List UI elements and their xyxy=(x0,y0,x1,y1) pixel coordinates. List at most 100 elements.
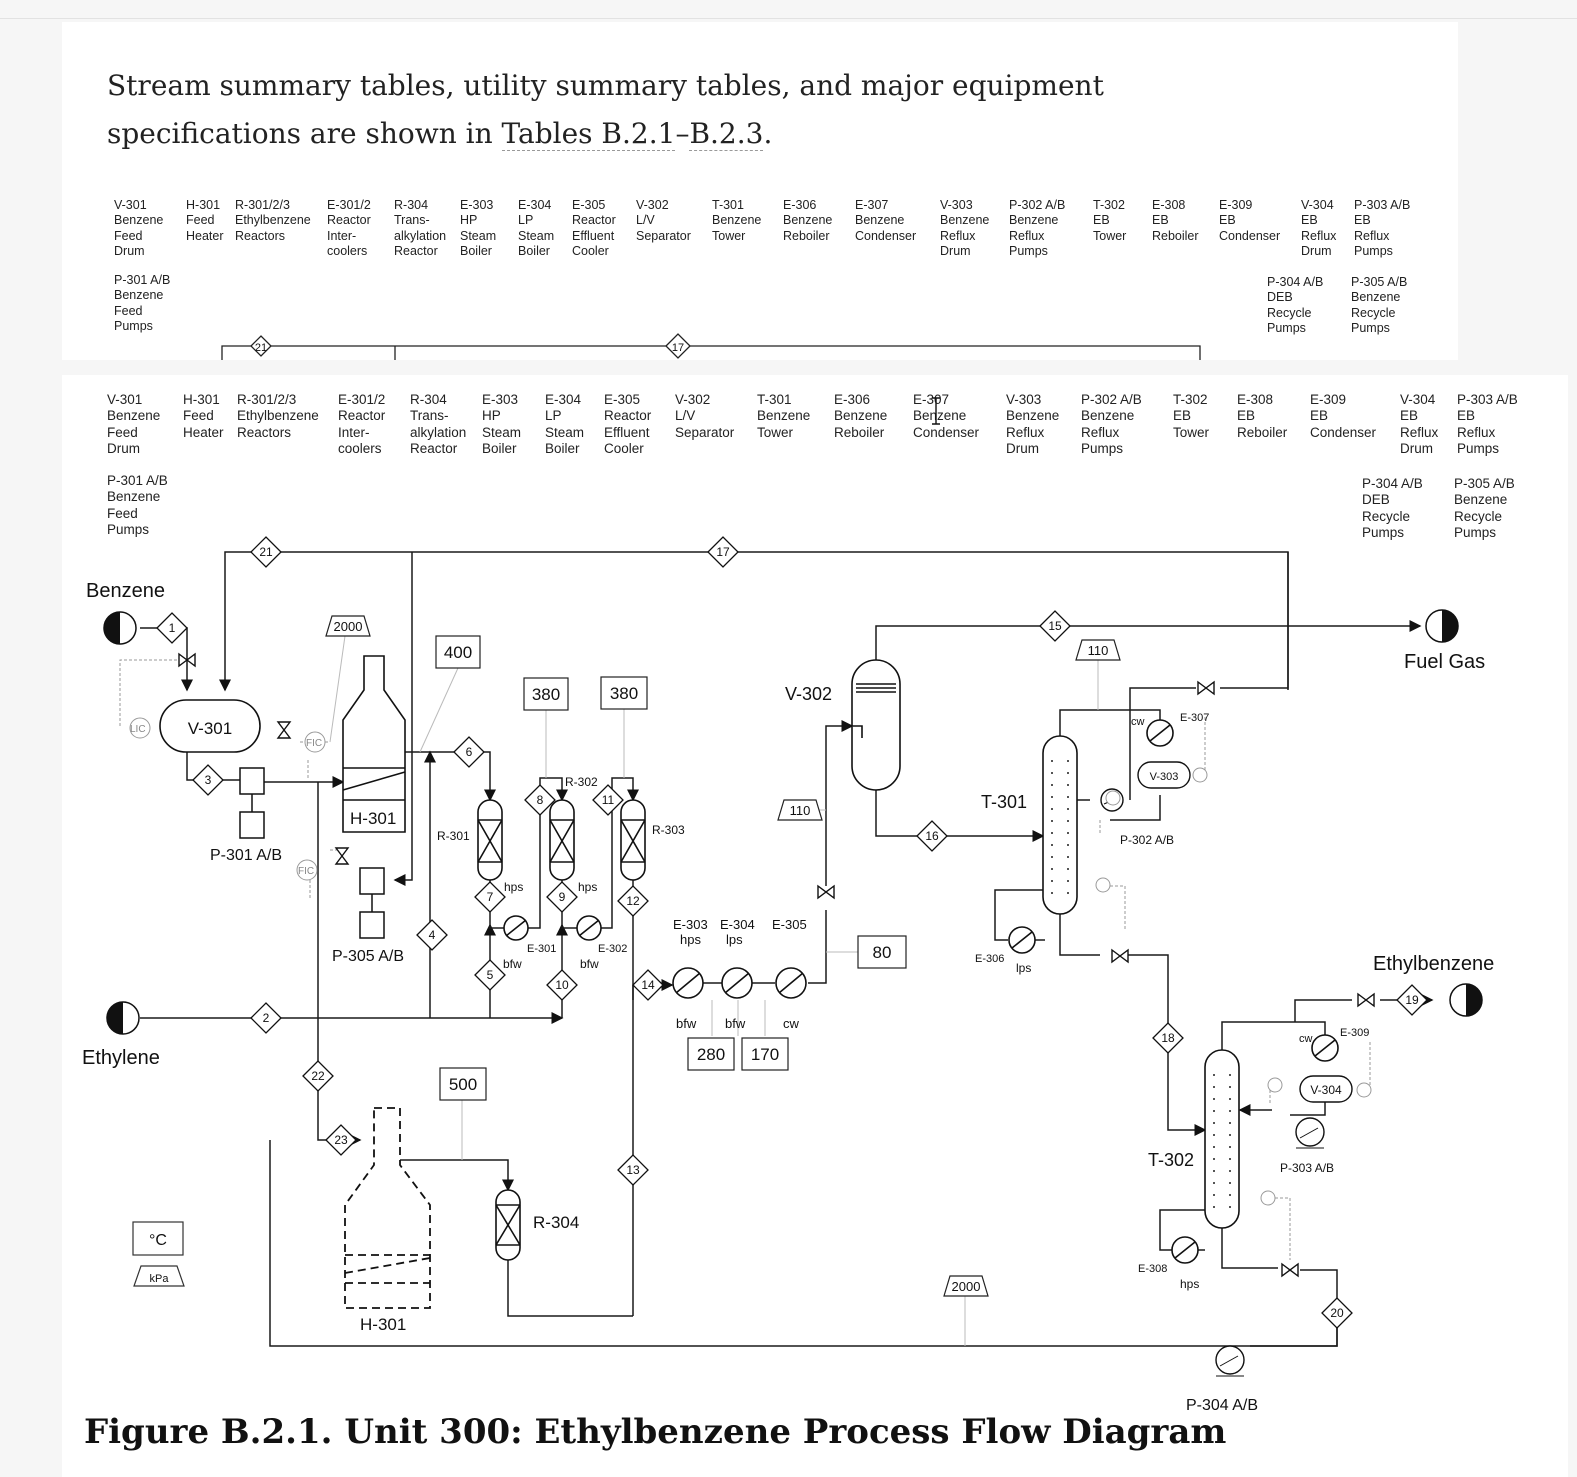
pressure-value: 110 xyxy=(1088,643,1109,658)
stream-number: 15 xyxy=(1048,619,1062,633)
heater-h301 xyxy=(342,655,406,833)
pressure-value: 110 xyxy=(790,803,811,818)
legend-pressure: kPa xyxy=(150,1273,170,1285)
pressure-flags: 2000 110 110 2000 xyxy=(325,615,1121,1297)
stream-number: 20 xyxy=(1330,1306,1344,1320)
pressure-value: 2000 xyxy=(334,619,363,634)
temperature-value: 500 xyxy=(449,1075,477,1094)
stream-number: 7 xyxy=(487,890,494,904)
exchanger-e301 xyxy=(503,915,529,941)
stream-number: 5 xyxy=(487,968,494,982)
table-ref-link-2[interactable]: B.2.3 xyxy=(689,117,764,151)
hps-label: hps xyxy=(1180,1277,1199,1291)
stream-number: 8 xyxy=(537,793,544,807)
small-diagram-crop: 21 17 xyxy=(221,333,1201,360)
equipment-label: E-304 LP Steam Boiler xyxy=(518,198,555,258)
equipment-label: V-302 L/V Separator xyxy=(636,198,691,243)
equipment-label: E-308 EB Reboiler xyxy=(1152,198,1199,243)
column-t301 xyxy=(1042,735,1078,915)
instrument-bubbles xyxy=(129,717,1372,1206)
text-cursor-icon xyxy=(932,397,940,425)
h301-lower-label: H-301 xyxy=(360,1315,406,1334)
equipment-label: V-304 EB Reflux Drum xyxy=(1301,198,1337,258)
reactor-r304 xyxy=(495,1189,521,1261)
temperature-flag: 380 xyxy=(523,677,569,711)
stream-number: 19 xyxy=(1405,993,1419,1007)
stream-number: 18 xyxy=(1161,1031,1175,1045)
stream-flag: 11 xyxy=(592,784,624,816)
reactor-r301 xyxy=(477,799,503,881)
paragraph-dash: – xyxy=(675,117,690,150)
stream-number: 14 xyxy=(641,978,655,992)
stream-label: 17 xyxy=(672,342,684,354)
stream-flag: 8 xyxy=(524,784,556,816)
p301-label: P-301 A/B xyxy=(210,847,282,864)
table-ref-link-1[interactable]: Tables B.2.1 xyxy=(501,117,676,151)
e306-label: E-306 xyxy=(975,953,1004,965)
equipment-label: E-301/2 Reactor Inter- coolers xyxy=(338,392,386,457)
pump-motor-p301 xyxy=(239,811,265,839)
t302-label: T-302 xyxy=(1148,1150,1194,1170)
equipment-label: P-305 A/B Benzene Recycle Pumps xyxy=(1351,275,1408,335)
equipment-label: R-304 Trans- alkylation Reactor xyxy=(394,198,447,258)
temperature-flag: 500 xyxy=(439,1067,487,1101)
stream-flag: 9 xyxy=(546,881,578,913)
equipment-label: P-303 A/B EB Reflux Pumps xyxy=(1457,392,1518,457)
equipment-label: E-306 Benzene Reboiler xyxy=(834,392,888,440)
p305-label: P-305 A/B xyxy=(332,948,404,965)
v304-label: V-304 xyxy=(1310,1083,1342,1097)
stream-flag: 12 xyxy=(617,885,649,917)
top-divider xyxy=(0,18,1577,19)
hps-label: hps xyxy=(504,880,523,894)
temperature-value: 380 xyxy=(610,684,638,703)
feed-benzene xyxy=(103,611,137,645)
stream-number: 9 xyxy=(559,890,566,904)
equipment-label: P-302 A/B Benzene Reflux Pumps xyxy=(1009,198,1066,258)
product-ethylbenzene xyxy=(1449,983,1483,1017)
paragraph-text: Stream summary tables, utility summary t… xyxy=(107,69,1104,150)
v302-label: V-302 xyxy=(785,684,832,704)
stream-flag: 2 xyxy=(250,1002,282,1034)
stream-flag: 19 xyxy=(1396,984,1428,1016)
r301-label: R-301 xyxy=(437,829,470,843)
equipment-label: T-301 Benzene Tower xyxy=(757,392,811,440)
v301-label: V-301 xyxy=(188,719,232,738)
stream-number: 16 xyxy=(925,829,939,843)
ethylbenzene-label: Ethylbenzene xyxy=(1373,953,1494,975)
e303-label: E-303 xyxy=(673,917,708,932)
equipment-label: P-304 A/B DEB Recycle Pumps xyxy=(1362,476,1423,541)
equipment-label: E-304 LP Steam Boiler xyxy=(545,392,585,457)
exchanger-e304 xyxy=(721,967,753,999)
stream-number: 13 xyxy=(626,1163,640,1177)
benzene-label: Benzene xyxy=(86,580,165,602)
legend-temperature: °C xyxy=(149,1232,167,1249)
hps-label: hps xyxy=(578,880,597,894)
equipment-label: H-301 Feed Heater xyxy=(183,392,224,440)
stream-number: 11 xyxy=(602,793,615,807)
pressure-flag: 2000 xyxy=(943,1275,989,1297)
intro-paragraph: Stream summary tables, utility summary t… xyxy=(107,62,1107,158)
stream-number: 22 xyxy=(311,1069,325,1083)
pump-motor-p305 xyxy=(359,911,385,939)
pressure-flag: 110 xyxy=(1075,639,1121,661)
stream-flag: 22 xyxy=(302,1060,334,1092)
r303-label: R-303 xyxy=(652,823,685,837)
vessel-v301 xyxy=(159,699,261,753)
temperature-flag: 380 xyxy=(600,676,648,710)
equipment-label: T-301 Benzene Tower xyxy=(712,198,762,243)
legend-pressure-flag xyxy=(133,1265,185,1287)
stream-number: 17 xyxy=(716,545,730,559)
stream-flag: 3 xyxy=(192,764,224,796)
separator-v302 xyxy=(851,659,901,791)
stream-flag: 23 xyxy=(325,1124,357,1156)
cw-label: cw xyxy=(783,1016,800,1031)
figure-card xyxy=(62,375,1568,1477)
stream-flag: 18 xyxy=(1152,1022,1184,1054)
equipment-label: E-307 Benzene Condenser xyxy=(855,198,917,243)
equipment-label: V-301 Benzene Feed Drum xyxy=(107,392,161,457)
bfw-label: bfw xyxy=(503,957,522,971)
equipment-label: H-301 Feed Heater xyxy=(186,198,224,243)
